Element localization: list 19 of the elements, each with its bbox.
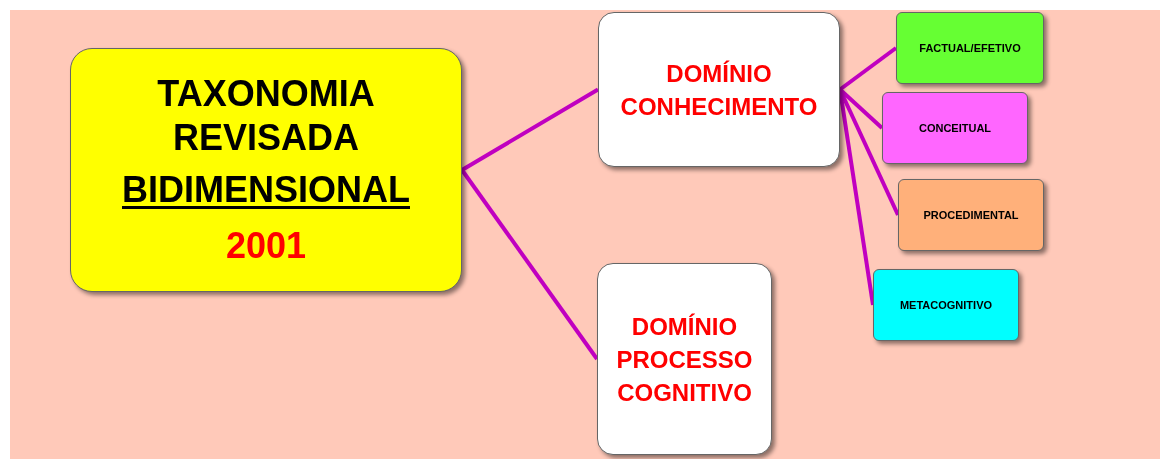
category-box — [896, 12, 1044, 84]
domain-label: DOMÍNIO CONHECIMENTO — [619, 58, 819, 122]
category-box — [882, 92, 1028, 164]
category-box — [898, 179, 1044, 251]
connector-line — [838, 46, 898, 92]
category-label: METACOGNITIVO — [898, 297, 994, 313]
domain-label: DOMÍNIO PROCESSO COGNITIVO — [615, 311, 754, 408]
domain-box — [598, 12, 840, 167]
title-box — [70, 48, 462, 292]
category-box — [873, 269, 1019, 341]
year-text: 2001 — [225, 224, 307, 268]
connector-line — [461, 87, 599, 172]
category-label: CONCEITUAL — [917, 120, 993, 136]
title-text: TAXONOMIA REVISADA — [156, 72, 376, 160]
domain-box — [597, 263, 772, 455]
category-label: PROCEDIMENTAL — [922, 207, 1020, 223]
category-label: FACTUAL/EFETIVO — [918, 40, 1022, 56]
connector-line — [460, 168, 599, 361]
subtitle-text: BIDIMENSIONAL — [122, 168, 410, 212]
